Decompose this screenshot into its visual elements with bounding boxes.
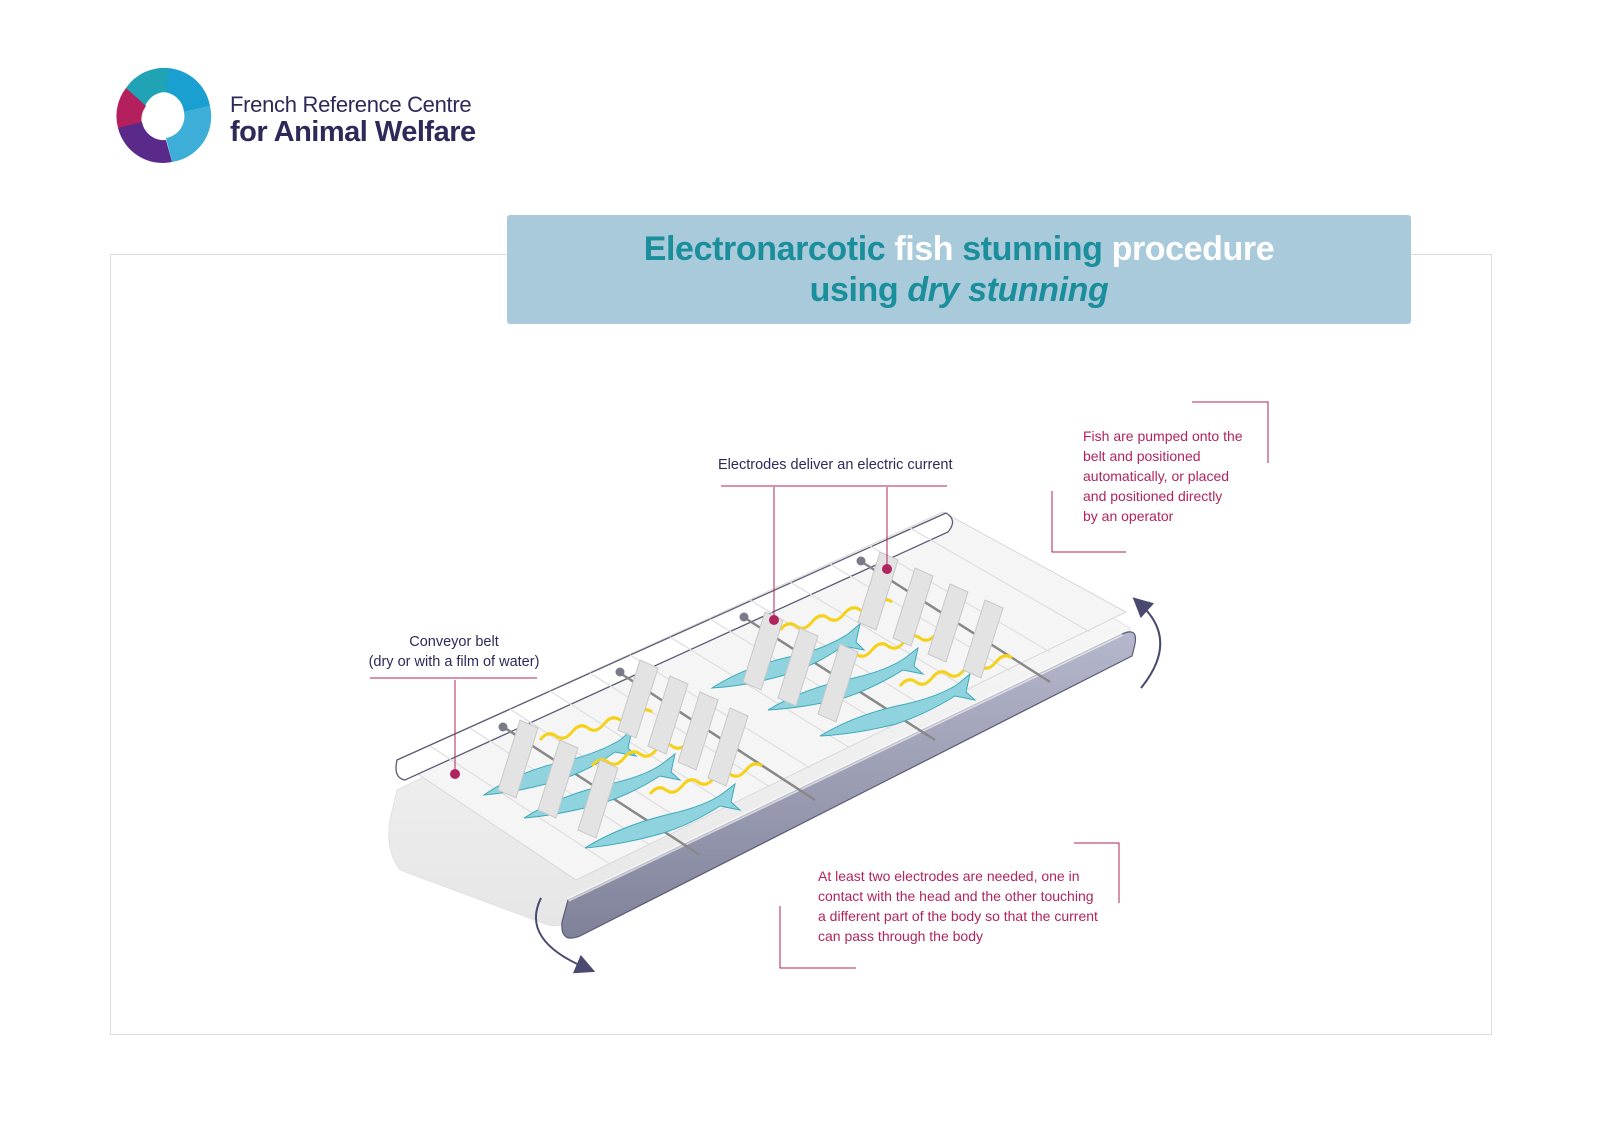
leader-dots bbox=[450, 564, 892, 779]
logo-line2: for Animal Welfare bbox=[230, 116, 476, 148]
pumped-line: and positioned directly bbox=[1083, 488, 1223, 504]
pumped-line: belt and positioned bbox=[1083, 448, 1201, 464]
logo: French Reference Centre for Animal Welfa… bbox=[112, 66, 476, 166]
pumped-line: automatically, or placed bbox=[1083, 468, 1230, 484]
electrodes-needed-label: At least two electrodes are needed, one … bbox=[818, 866, 1098, 946]
title-part5: using bbox=[809, 271, 899, 309]
title-part3: stunning bbox=[962, 230, 1103, 268]
leader-lines bbox=[370, 401, 1269, 969]
rotation-arrows bbox=[535, 597, 1162, 974]
pumped-label: Fish are pumped onto the belt and positi… bbox=[1083, 426, 1243, 526]
conveyor-label-line1: Conveyor belt bbox=[409, 634, 499, 650]
pumped-line: Fish are pumped onto the bbox=[1083, 428, 1243, 444]
atleast-line: can pass through the body bbox=[818, 928, 984, 944]
title-part2: fish bbox=[894, 230, 954, 268]
title-banner: Electronarcotic fish stunning procedure … bbox=[507, 215, 1411, 324]
electrodes-label: Electrodes deliver an electric current bbox=[718, 457, 953, 473]
conveyor-label: Conveyor belt (dry or with a film of wat… bbox=[368, 632, 540, 672]
atleast-line: contact with the head and the other touc… bbox=[818, 888, 1094, 904]
title-part1: Electronarcotic bbox=[643, 230, 886, 268]
logo-icon bbox=[116, 67, 212, 163]
conveyor-label-line2: (dry or with a film of water) bbox=[368, 654, 540, 670]
title-part4: procedure bbox=[1111, 230, 1275, 268]
title-line2: using dry stunning bbox=[507, 270, 1411, 311]
title-line1: Electronarcotic fish stunning procedure bbox=[507, 229, 1411, 270]
pumped-line: by an operator bbox=[1083, 508, 1174, 524]
title-part6: dry stunning bbox=[907, 271, 1109, 309]
atleast-line: a different part of the body so that the… bbox=[818, 908, 1098, 924]
logo-line1: French Reference Centre bbox=[230, 92, 472, 117]
atleast-line: At least two electrodes are needed, one … bbox=[818, 868, 1080, 884]
